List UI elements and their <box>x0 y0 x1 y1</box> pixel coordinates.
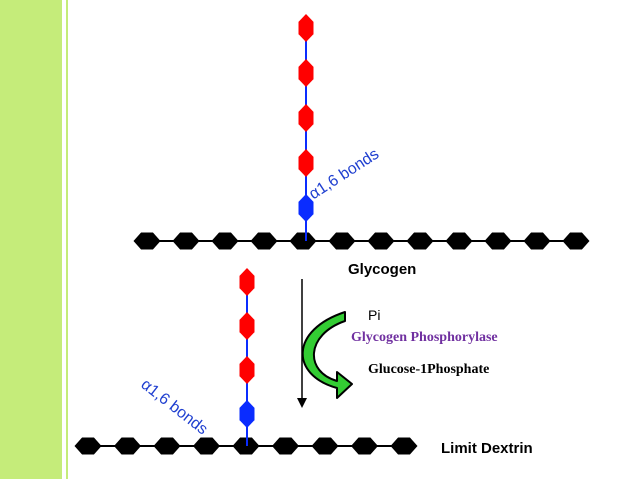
glucose-residue-branch <box>298 149 314 177</box>
glucose-residue-main <box>523 232 551 250</box>
slide-sidebar <box>0 0 68 479</box>
curved-reaction-arrow-icon <box>301 311 353 399</box>
glucose-residue-branch <box>239 268 255 296</box>
limit-dextrin-label: Limit Dextrin <box>441 440 533 457</box>
glucose-residue-branch <box>298 59 314 87</box>
glucose-residue-main <box>211 232 239 250</box>
glucose-residue-main <box>289 232 317 250</box>
glucose-residue-branch <box>239 312 255 340</box>
glucose-residue-main <box>193 437 220 455</box>
glucose-residue-main <box>328 232 356 250</box>
glucose-residue-branch <box>298 14 314 42</box>
glucose-residue-branch-point <box>298 194 314 222</box>
glucose-residue-main <box>406 232 434 250</box>
glucose-residue-main <box>367 232 395 250</box>
glucose-residue-main <box>390 437 418 455</box>
product-label: Glucose-1Phosphate <box>368 362 490 377</box>
glucose-residue-main <box>250 232 278 250</box>
glycogen-molecule <box>133 14 590 250</box>
glucose-residue-branch-point <box>239 400 255 428</box>
glucose-residue-main <box>172 232 200 250</box>
sidebar-fill <box>0 0 62 479</box>
glucose-residue-main <box>311 437 339 455</box>
glucose-residue-main <box>153 437 181 455</box>
enzyme-label: Glycogen Phosphorylase <box>351 330 498 345</box>
glucose-residue-main <box>445 232 473 250</box>
glucose-residue-branch <box>298 104 314 132</box>
limit-dextrin-molecule <box>74 268 418 455</box>
pi-label: Pi <box>368 307 381 323</box>
glucose-residue-branch <box>239 356 255 384</box>
glucose-residue-main <box>484 232 512 250</box>
glucose-residue-main <box>272 437 299 455</box>
glucose-residue-main <box>133 232 161 250</box>
sidebar-divider <box>66 0 68 479</box>
reaction-arrows <box>297 279 353 408</box>
glycogen-label: Glycogen <box>348 261 417 278</box>
glucose-residue-main <box>74 437 102 455</box>
glucose-residue-main <box>351 437 378 455</box>
glucose-residue-main <box>114 437 141 455</box>
downward-arrowhead <box>297 398 307 408</box>
glucose-residue-main <box>562 232 590 250</box>
